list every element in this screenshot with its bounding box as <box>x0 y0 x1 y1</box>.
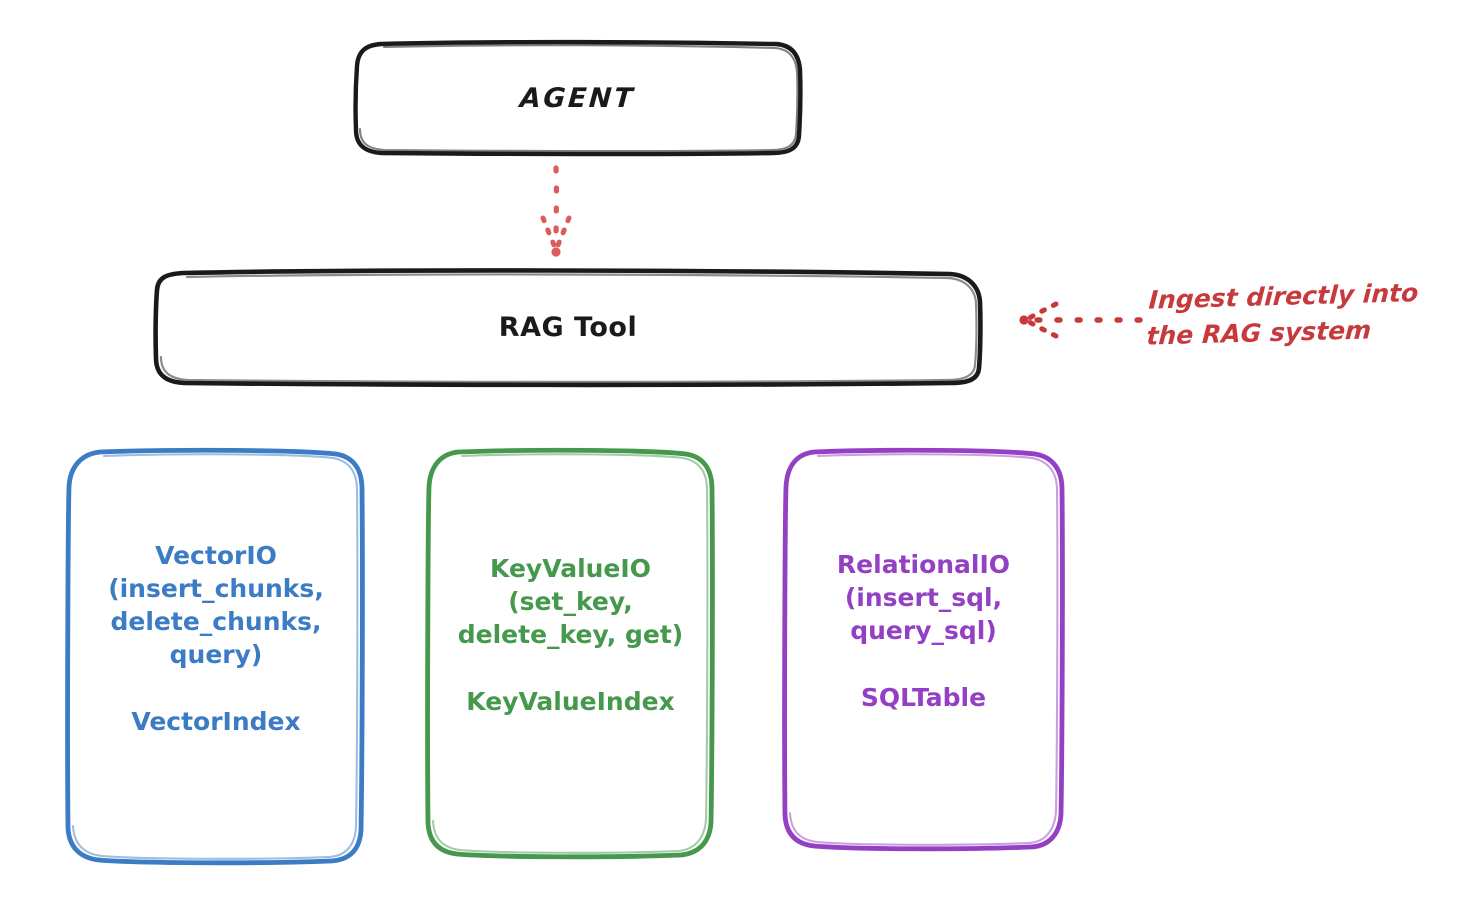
vectorio-card-content: VectorIO (insert_chunks, delete_chunks, … <box>108 539 324 738</box>
agent-box-outline <box>353 39 803 157</box>
keyvalueio-card[interactable]: KeyValueIO (set_key, delete_key, get) Ke… <box>428 450 713 856</box>
rag-tool-label: RAG Tool <box>498 311 638 343</box>
relationalio-card-content: RelationalIO (insert_sql, query_sql) SQL… <box>837 548 1010 714</box>
vectorio-card[interactable]: VectorIO (insert_chunks, delete_chunks, … <box>68 450 364 862</box>
agent-to-ragtool-connector <box>540 165 572 257</box>
vectorio-signature: VectorIO (insert_chunks, delete_chunks, … <box>108 540 324 669</box>
relationalio-card[interactable]: RelationalIO (insert_sql, query_sql) SQL… <box>784 450 1063 848</box>
ingest-to-ragtool-connector <box>1019 301 1143 339</box>
keyvalueio-card-outline <box>425 447 715 860</box>
ingest-annotation-text: Ingest directly into the RAG system <box>1145 278 1420 351</box>
agent-label: AGENT <box>519 82 637 114</box>
vectorio-card-outline <box>65 447 365 866</box>
keyvalueio-card-content: KeyValueIO (set_key, delete_key, get) Ke… <box>458 552 683 718</box>
keyvalueio-index-label: KeyValueIndex <box>466 687 675 716</box>
rag-tool-node[interactable]: RAG Tool <box>155 271 981 383</box>
vectorio-index-label: VectorIndex <box>131 706 301 736</box>
agent-node[interactable]: AGENT <box>355 42 801 154</box>
rag-tool-box-outline <box>153 268 983 388</box>
relationalio-card-outline <box>782 447 1065 852</box>
keyvalueio-signature: KeyValueIO (set_key, delete_key, get) <box>457 554 684 649</box>
relationalio-signature: RelationalIO (insert_sql, query_sql) <box>836 550 1011 645</box>
relationalio-index-label: SQLTable <box>860 683 987 712</box>
